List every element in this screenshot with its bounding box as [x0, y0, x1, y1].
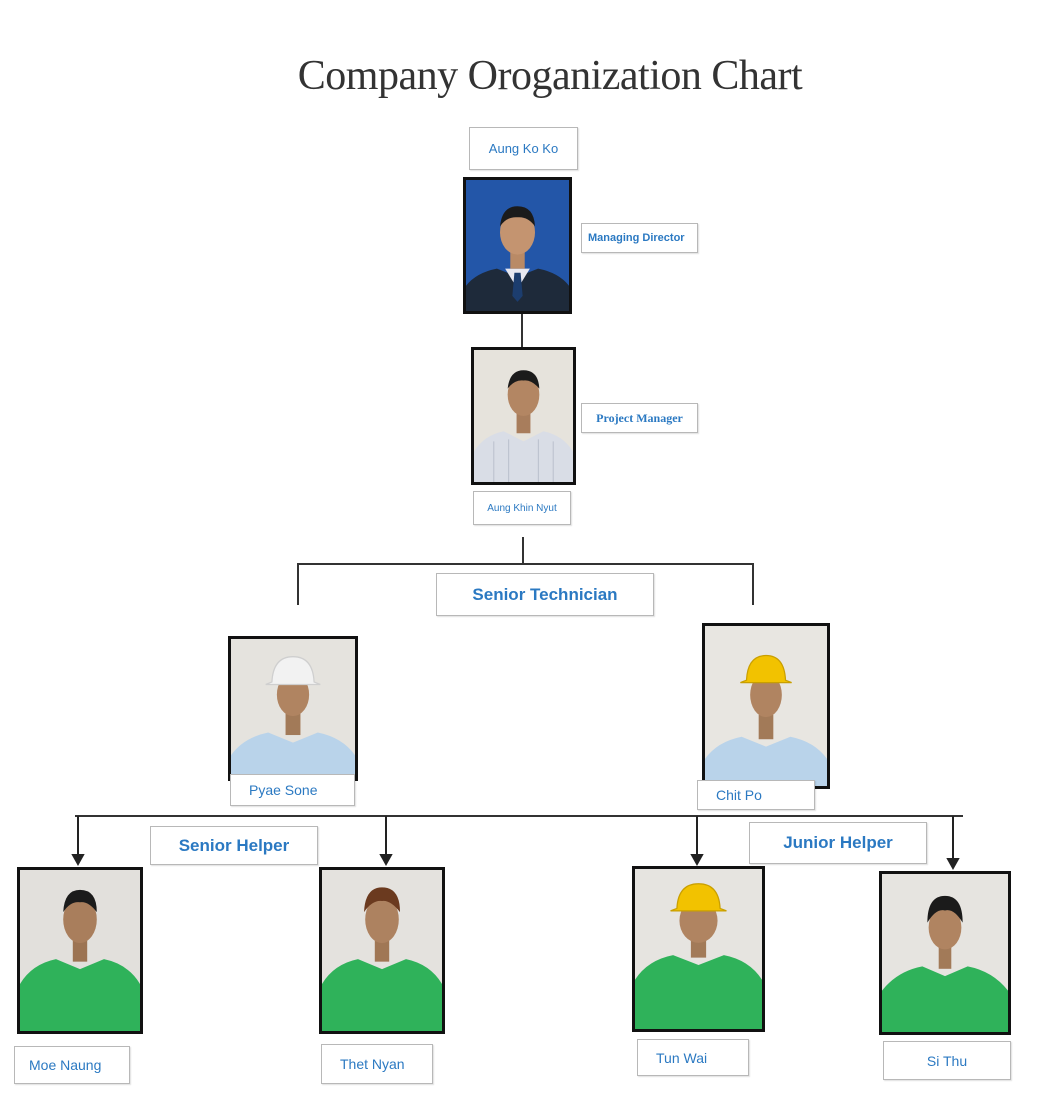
h3-name-label: Tun Wai	[637, 1039, 749, 1076]
h1-photo	[17, 867, 143, 1034]
connector-pm-techs	[522, 537, 524, 564]
connector-tech-left-drop	[297, 563, 299, 605]
tech1-name-label: Pyae Sone	[230, 774, 355, 806]
tech2-photo	[702, 623, 830, 789]
h4-name-label: Si Thu	[883, 1041, 1011, 1080]
h1-name-label: Moe Naung	[14, 1046, 130, 1084]
tech1-photo	[228, 636, 358, 781]
h3-photo	[632, 866, 765, 1032]
h4-photo	[879, 871, 1011, 1035]
md-photo	[463, 177, 572, 314]
connector-tech-horizontal	[297, 563, 754, 565]
senior-helper-label: Senior Helper	[150, 826, 318, 865]
md-role-label: Managing Director	[581, 223, 698, 253]
chart-title: Company Oroganization Chart	[297, 53, 803, 99]
senior-technician-label: Senior Technician	[436, 573, 654, 616]
md-name-label: Aung Ko Ko	[469, 127, 578, 170]
pm-photo	[471, 347, 576, 485]
tech2-name-label: Chit Po	[697, 780, 815, 810]
connector-md-pm	[521, 314, 523, 350]
h2-photo	[319, 867, 445, 1034]
pm-role-label: Project Manager	[581, 403, 698, 433]
h2-name-label: Thet Nyan	[321, 1044, 433, 1084]
connector-tech-right-drop	[752, 563, 754, 605]
junior-helper-label: Junior Helper	[749, 822, 927, 864]
pm-name-label: Aung Khin Nyut	[473, 491, 571, 525]
connector-helpers-horizontal	[75, 815, 963, 817]
